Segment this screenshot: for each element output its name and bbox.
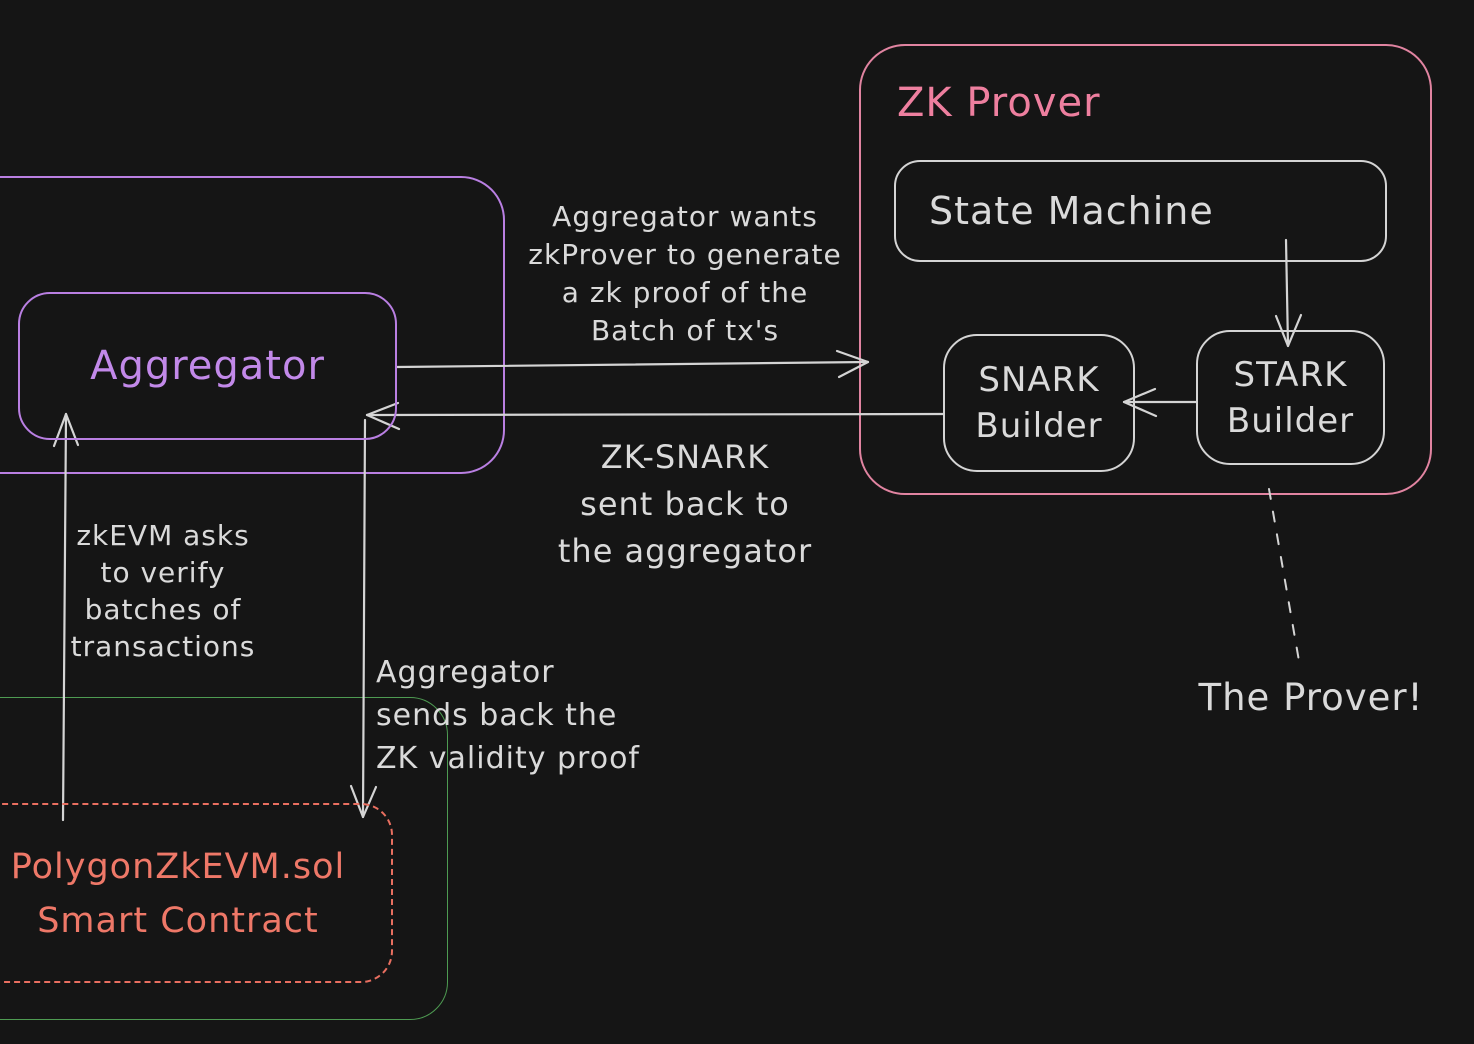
snark-builder-label: SNARK Builder [975, 360, 1103, 446]
zkprover-group-box [859, 44, 1432, 495]
label-request-proof: Aggregator wants zkProver to generate a … [528, 200, 842, 347]
stark-builder-node: STARK Builder [1196, 330, 1385, 465]
l1-group-box [0, 697, 448, 1020]
state-machine-label: State Machine [929, 189, 1214, 233]
state-machine-node: State Machine [894, 160, 1387, 262]
snark-builder-node: SNARK Builder [943, 334, 1135, 472]
label-send-validity-proof: Aggregator sends back the ZK validity pr… [376, 655, 640, 776]
aggregator-node: Aggregator [18, 292, 397, 440]
prover-note-dashed-line [1268, 488, 1300, 662]
zkprover-label: ZK Prover [897, 80, 1101, 126]
label-verify-batches: zkEVM asks to verify batches of transact… [70, 519, 256, 663]
label-snark-sent-back: ZK-SNARK sent back to the aggregator [557, 438, 813, 570]
label-the-prover: The Prover! [1198, 676, 1424, 719]
aggregator-group-box [0, 176, 505, 474]
smart-contract-label: PolygonZkEVM.sol Smart Contract [10, 847, 346, 941]
smart-contract-node [0, 803, 393, 983]
aggregator-label: Aggregator [90, 343, 325, 389]
stark-builder-label: STARK Builder [1226, 354, 1355, 441]
